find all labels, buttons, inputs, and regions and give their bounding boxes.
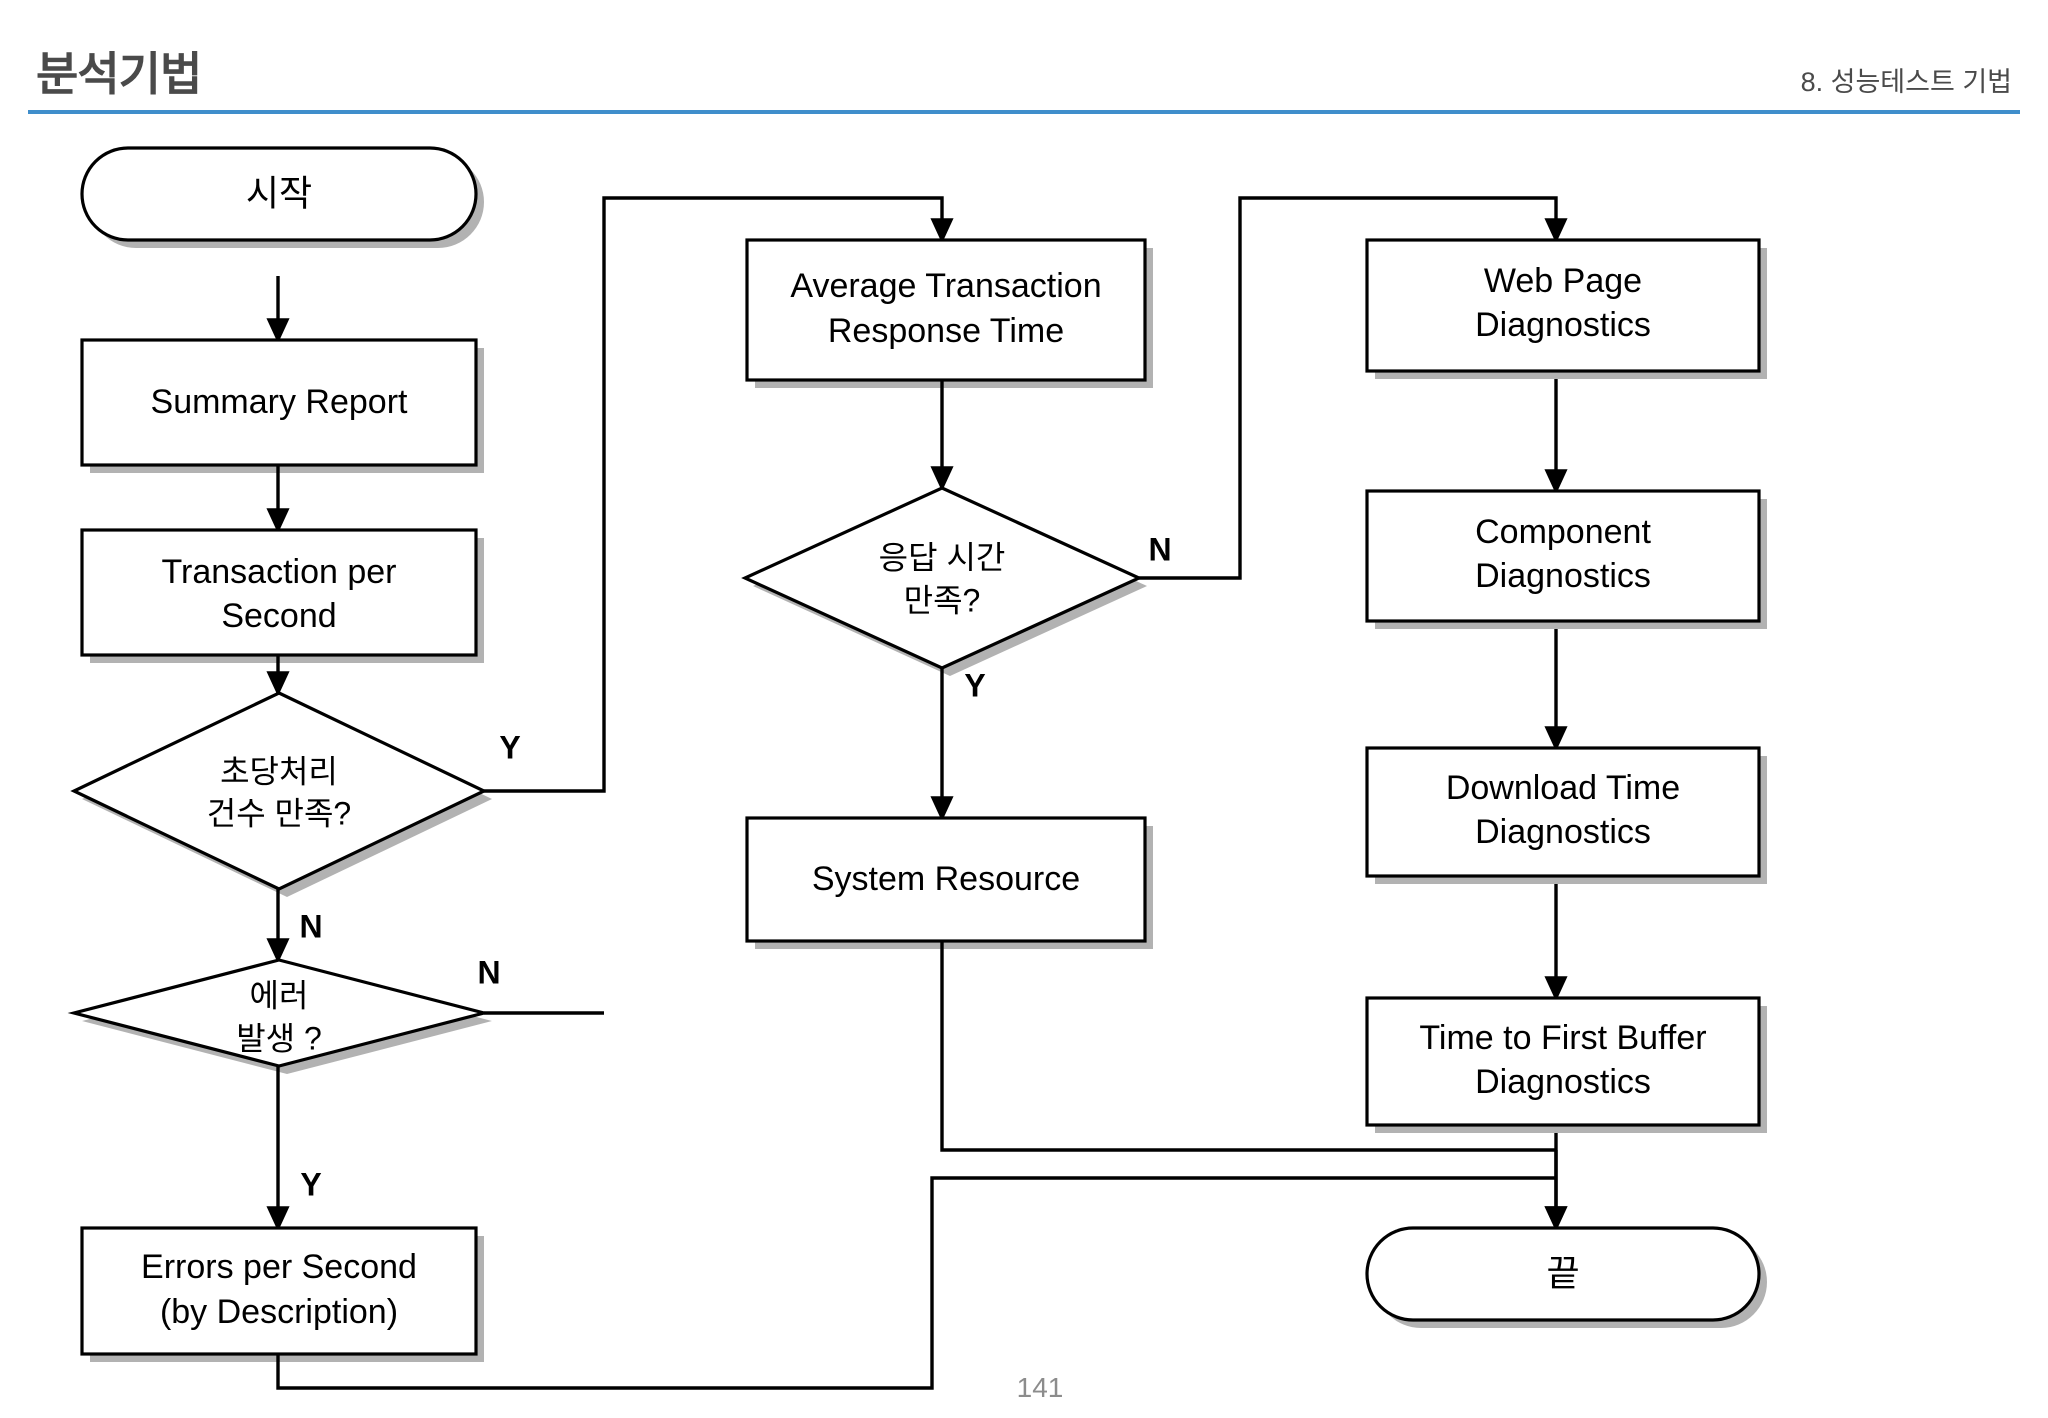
node-decision-error-occurred[interactable]: 에러 발생 ? xyxy=(67,958,492,1074)
node-decision-resp-line2: 만족? xyxy=(904,582,981,618)
branch-label-resp-no: N xyxy=(1148,531,1171,567)
node-start[interactable]: 시작 xyxy=(80,146,484,248)
node-system-resource-label: System Resource xyxy=(812,860,1080,898)
node-component-diagnostics[interactable]: Component Diagnostics xyxy=(1365,489,1767,629)
node-web-page-diagnostics-line1: Web Page xyxy=(1484,262,1642,300)
node-tfb-diagnostics-line2: Diagnostics xyxy=(1475,1063,1651,1101)
node-web-page-diagnostics[interactable]: Web Page Diagnostics xyxy=(1365,238,1767,379)
branch-label-err-yes: Y xyxy=(300,1166,321,1202)
edge-decision-tps-yes-to-atrt xyxy=(484,196,954,793)
node-summary-report-label: Summary Report xyxy=(151,383,409,421)
node-errors-per-second-line2: (by Description) xyxy=(160,1293,398,1331)
slide-header: 분석기법 8. 성능테스트 기법 xyxy=(0,0,2048,118)
node-decision-tps-line2: 건수 만족? xyxy=(207,795,351,831)
node-atrt-line1: Average Transaction xyxy=(790,267,1101,305)
node-web-page-diagnostics-line2: Diagnostics xyxy=(1475,306,1651,344)
node-download-time-diagnostics-line1: Download Time xyxy=(1446,769,1680,807)
edge-errors-to-end xyxy=(276,1176,1556,1390)
node-component-diagnostics-line2: Diagnostics xyxy=(1475,557,1651,595)
branch-label-tps-yes: Y xyxy=(499,729,520,765)
node-decision-tps-line1: 초당처리 xyxy=(220,753,338,789)
node-tfb-diagnostics-line1: Time to First Buffer xyxy=(1419,1019,1706,1057)
node-decision-resp-line1: 응답 시간 xyxy=(879,539,1006,575)
page-number: 141 xyxy=(1016,1372,1064,1403)
header-divider xyxy=(28,110,2020,114)
branch-labels: Y N N Y N Y xyxy=(299,531,1171,1202)
node-summary-report[interactable]: Summary Report xyxy=(80,338,484,473)
page-title: 분석기법 xyxy=(36,48,202,100)
node-end-label: 끝 xyxy=(1546,1253,1579,1294)
branch-label-tps-no: N xyxy=(299,908,322,944)
branch-label-resp-yes: Y xyxy=(964,667,985,703)
node-transaction-per-second[interactable]: Transaction per Second xyxy=(80,528,484,663)
node-atrt-line2: Response Time xyxy=(828,312,1064,350)
node-transaction-per-second-line2: Second xyxy=(221,597,336,635)
node-system-resource[interactable]: System Resource xyxy=(745,816,1153,949)
node-download-time-diagnostics-line2: Diagnostics xyxy=(1475,813,1651,851)
node-end[interactable]: 끝 xyxy=(1365,1226,1767,1328)
node-decision-tps-satisfied[interactable]: 초당처리 건수 만족? xyxy=(70,691,492,897)
flow-connectors xyxy=(266,196,1568,1390)
node-component-diagnostics-line1: Component xyxy=(1475,513,1651,551)
node-time-to-first-buffer-diagnostics[interactable]: Time to First Buffer Diagnostics xyxy=(1365,996,1767,1133)
edge-decision-resp-no-to-webpage xyxy=(1139,196,1568,580)
node-decision-response-time-satisfied[interactable]: 응답 시간 만족? xyxy=(741,486,1147,676)
node-errors-per-second-line1: Errors per Second xyxy=(141,1248,417,1286)
node-decision-error-line1: 에러 xyxy=(250,977,309,1013)
node-decision-error-line2: 발생 ? xyxy=(236,1020,322,1056)
edge-sysres-to-end xyxy=(940,941,1556,1152)
node-transaction-per-second-line1: Transaction per xyxy=(162,553,397,591)
node-download-time-diagnostics[interactable]: Download Time Diagnostics xyxy=(1365,746,1767,884)
header-section-label: 8. 성능테스트 기법 xyxy=(1800,67,2012,97)
node-errors-per-second[interactable]: Errors per Second (by Description) xyxy=(80,1226,484,1362)
node-average-transaction-response-time[interactable]: Average Transaction Response Time xyxy=(745,238,1153,388)
flowchart-canvas: 시작 Summary Report Transaction per Second… xyxy=(0,118,2048,1418)
branch-label-err-no: N xyxy=(477,954,500,990)
node-start-label: 시작 xyxy=(246,173,312,214)
